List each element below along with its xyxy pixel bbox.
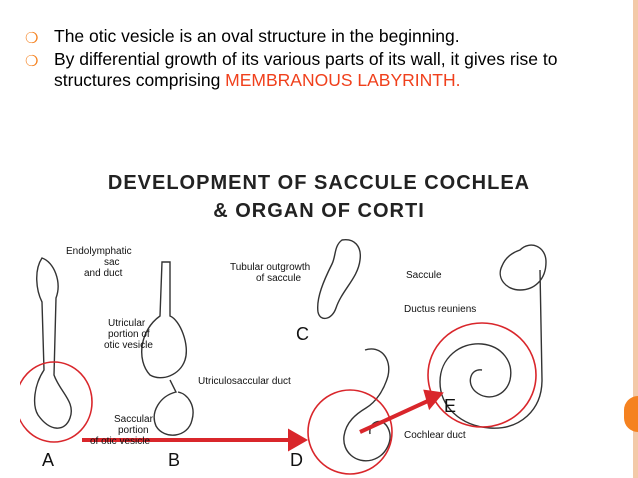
stage-letter-e: E: [444, 396, 456, 417]
stage-letter-a: A: [42, 450, 54, 471]
label-tubular-line2: of saccule: [256, 273, 301, 284]
bullet-list: ❍ The otic vesicle is an oval structure …: [22, 26, 582, 93]
label-endolymphatic-line1: Endolymphatic: [66, 246, 132, 257]
stage-a-drawing: [35, 258, 72, 428]
embryology-figure: DEVELOPMENT OF SACCULE COCHLEA & ORGAN O…: [20, 170, 630, 478]
label-utricular-line2: portion of: [108, 329, 150, 340]
label-saccule: Saccule: [406, 270, 442, 281]
label-endolymphatic-line3: and duct: [84, 268, 122, 279]
label-ductus-reuniens: Ductus reuniens: [404, 304, 476, 315]
label-tubular-line1: Tubular outgrowth: [230, 262, 310, 273]
circle-bullet-icon: ❍: [25, 51, 38, 72]
label-saccular-line1: Saccular: [114, 414, 153, 425]
arrowhead-icon: [290, 432, 304, 448]
annotation-circle: [308, 390, 392, 474]
annotation-circle: [20, 362, 92, 442]
stage-c-drawing: [318, 240, 361, 319]
circle-bullet-icon: ❍: [25, 28, 38, 49]
bullet-item: ❍ The otic vesicle is an oval structure …: [22, 26, 582, 47]
label-saccular-line3: of otic vesicle: [90, 436, 150, 447]
stage-letter-d: D: [290, 450, 303, 471]
stage-letter-c: C: [296, 324, 309, 345]
label-endolymphatic-line2: sac: [104, 257, 120, 268]
label-utriculosaccular: Utriculosaccular duct: [198, 376, 291, 387]
bullet-text: The otic vesicle is an oval structure in…: [54, 26, 460, 46]
label-utricular-line3: otic vesicle: [104, 340, 153, 351]
label-cochlear-duct: Cochlear duct: [404, 430, 466, 441]
label-utricular-line1: Utricular: [108, 318, 145, 329]
highlight-text: MEMBRANOUS LABYRINTH.: [225, 70, 460, 90]
label-saccular-line2: portion: [118, 425, 149, 436]
stage-letter-b: B: [168, 450, 180, 471]
bullet-item: ❍ By differential growth of its various …: [22, 49, 582, 91]
